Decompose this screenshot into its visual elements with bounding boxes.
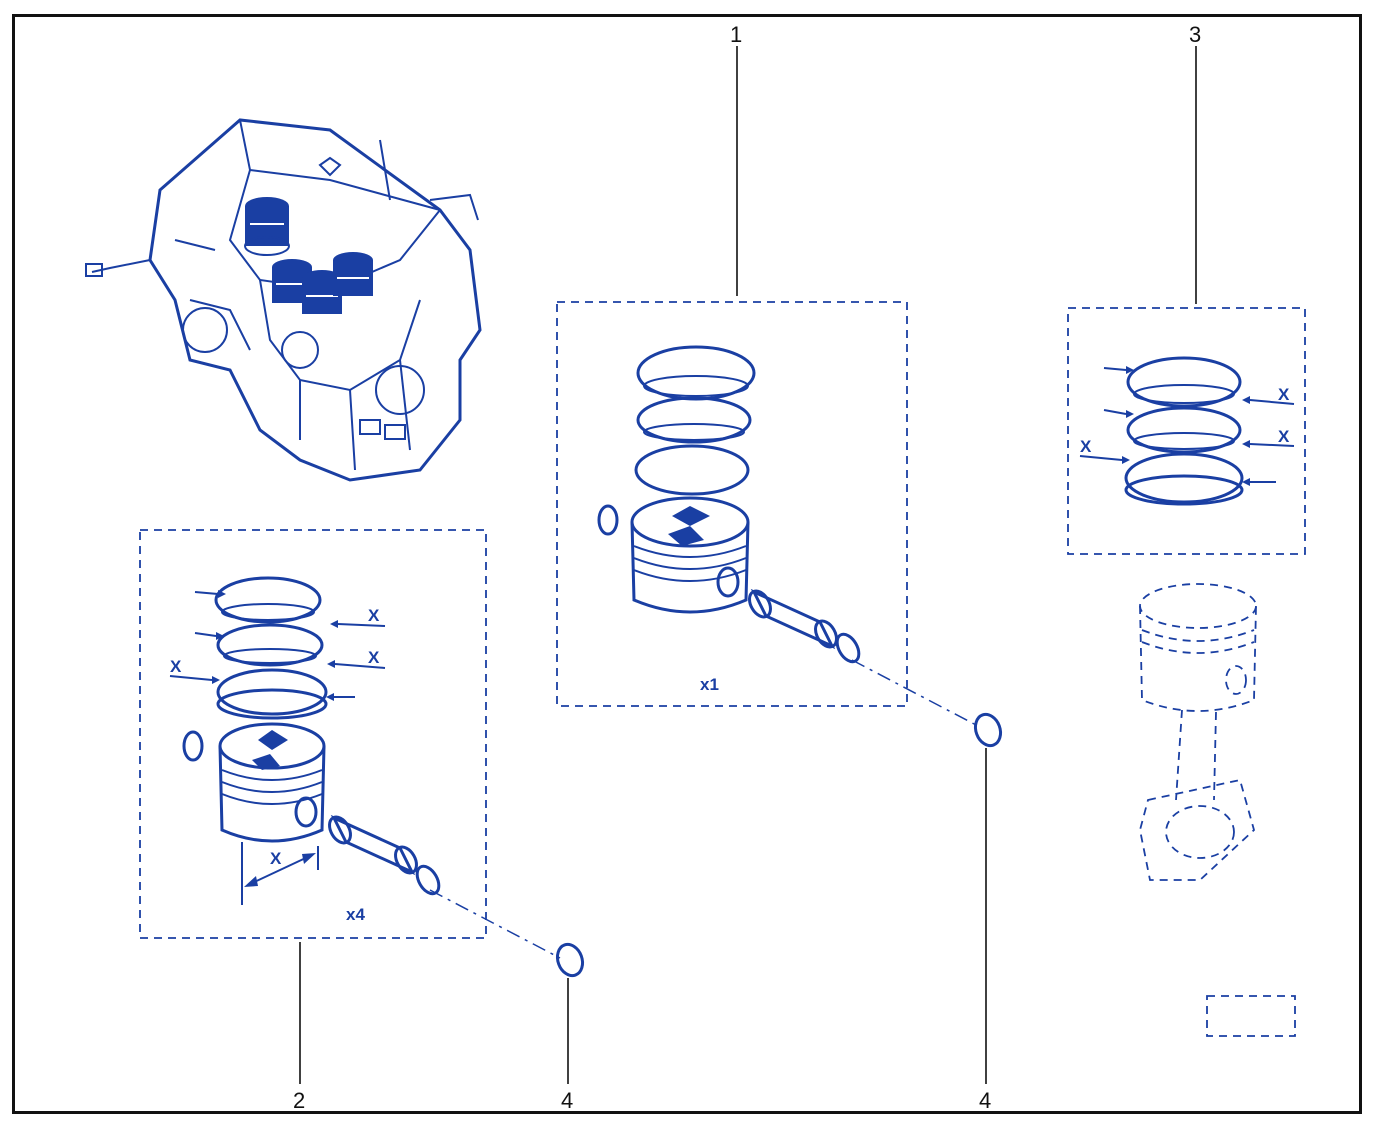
piston-icon <box>597 496 750 614</box>
gudgeon-pin-icon <box>748 588 861 664</box>
piston-ring-icon <box>634 345 756 496</box>
circlip-icon <box>555 942 585 978</box>
connecting-rod-icon <box>1139 583 1257 881</box>
ring-mark-x: X <box>368 648 380 667</box>
ring-mark-x: X <box>170 657 182 676</box>
callout-1: 1 <box>730 22 742 47</box>
ring-arrows <box>1079 366 1295 486</box>
kit-quantity-x1: x1 <box>700 675 719 694</box>
callout-3: 3 <box>1189 22 1201 47</box>
pin-axis-line <box>429 889 561 959</box>
piston-icon <box>182 722 326 843</box>
ring-arrows <box>169 590 386 701</box>
ring-mark-x: X <box>1278 385 1290 404</box>
pin-axis-line <box>851 659 979 727</box>
piston-dimension <box>241 842 319 905</box>
gudgeon-pin-icon <box>328 814 441 896</box>
kit-box-2 <box>139 529 487 939</box>
circlip-icon <box>973 712 1003 748</box>
kit-box-3 <box>1067 307 1306 555</box>
callout-2: 2 <box>293 1088 305 1113</box>
engine-block-icon <box>85 118 482 482</box>
ring-mark-x: X <box>1278 427 1290 446</box>
kit-quantity-x4: x4 <box>346 905 365 924</box>
kit-box-1 <box>556 301 908 707</box>
ring-mark-x: X <box>368 606 380 625</box>
dimension-mark-x: X <box>270 849 282 868</box>
engine-piston-icon <box>244 197 373 314</box>
ring-mark-x: X <box>1080 437 1092 456</box>
diagram-frame <box>12 14 1362 1114</box>
piston-ring-icon <box>214 576 328 720</box>
piston-ring-icon <box>1124 356 1244 506</box>
legend-box <box>1206 995 1296 1037</box>
callout-4a: 4 <box>561 1088 573 1113</box>
callout-4b: 4 <box>979 1088 991 1113</box>
